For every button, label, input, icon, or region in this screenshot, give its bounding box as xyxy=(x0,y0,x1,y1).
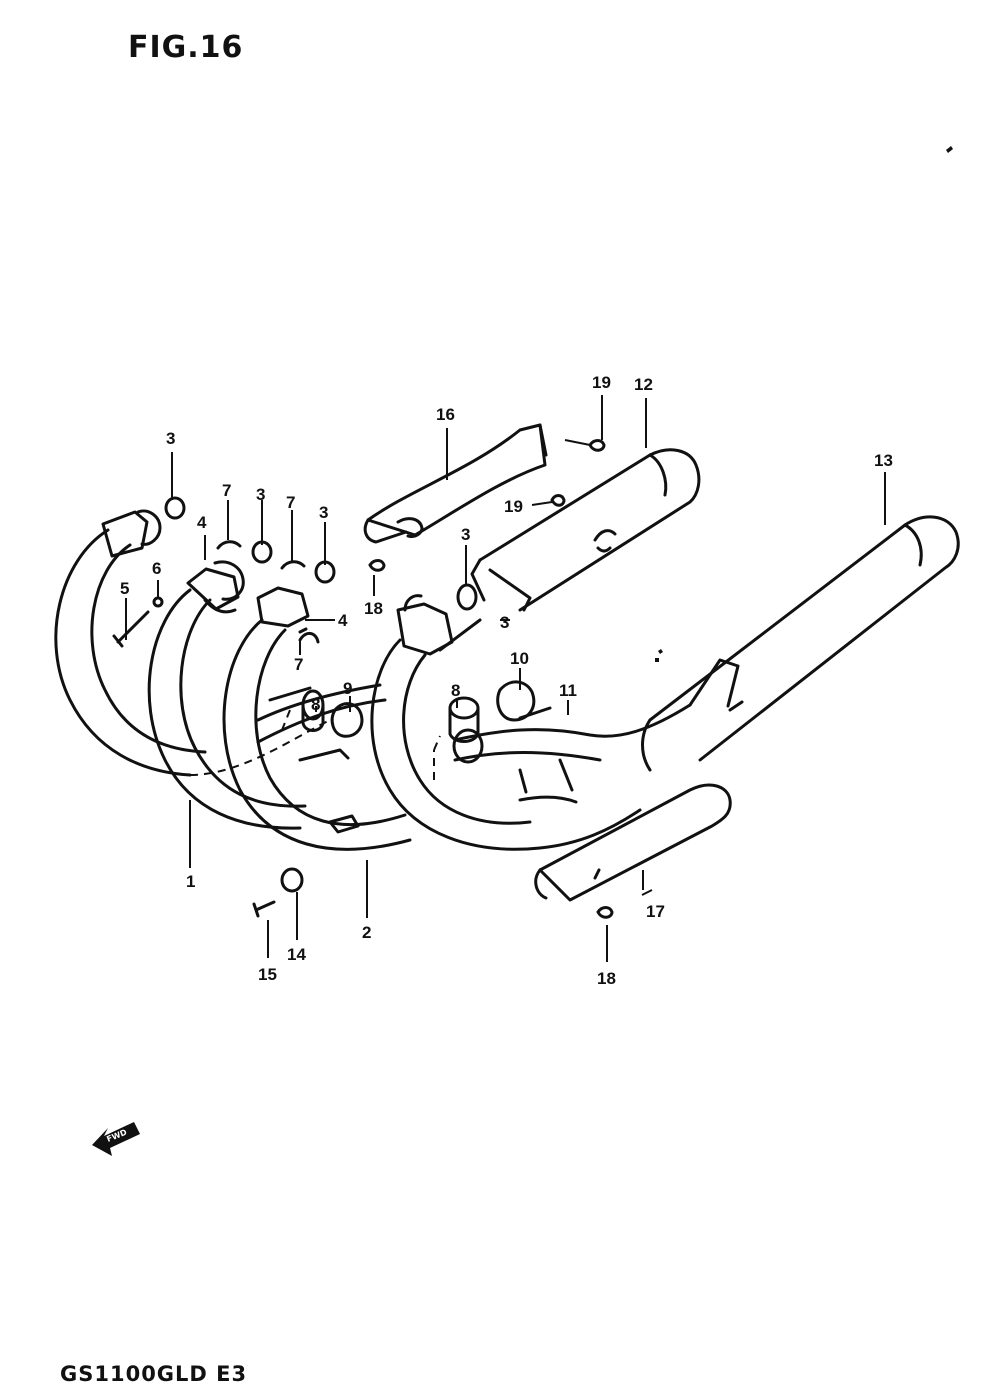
cotter-7b xyxy=(280,560,306,570)
connector-8a-body xyxy=(301,703,325,732)
clamp-10 xyxy=(496,680,536,722)
callout-18a: 18 xyxy=(364,599,383,618)
callout-5: 5 xyxy=(120,579,129,598)
callout-2: 2 xyxy=(362,923,371,942)
callout-16: 16 xyxy=(436,405,455,424)
bolt-19a xyxy=(588,439,606,452)
callout-8a: 8 xyxy=(311,695,320,714)
nut-6 xyxy=(152,596,164,608)
muffler-left-13 xyxy=(641,515,960,772)
heat-shield-16 xyxy=(363,423,548,544)
gasket-3a xyxy=(164,496,186,520)
bolt-19b xyxy=(550,494,566,507)
bolt-15 xyxy=(252,900,276,918)
callout-1: 1 xyxy=(186,872,195,891)
callout-7c: 7 xyxy=(294,655,303,674)
connector-8b-body xyxy=(448,706,480,743)
callout-8b: 8 xyxy=(451,681,460,700)
callout-4a: 4 xyxy=(197,513,207,532)
stray-mark xyxy=(946,146,953,153)
callout-17: 17 xyxy=(646,902,665,921)
clamp-9 xyxy=(330,702,364,738)
callout-3d: 3 xyxy=(461,525,470,544)
callout-19b: 19 xyxy=(504,497,523,516)
callout-15: 15 xyxy=(258,965,277,984)
callout-4b: 4 xyxy=(338,611,348,630)
bolt-11 xyxy=(518,706,552,720)
heat-shield-17 xyxy=(534,783,732,902)
callout-13: 13 xyxy=(874,451,893,470)
callout-9: 9 xyxy=(343,679,352,698)
exhaust-pipe-2 xyxy=(147,560,307,830)
model-code: GS1100GLD E3 xyxy=(60,1362,248,1386)
callout-14: 14 xyxy=(287,945,306,964)
exhaust-pipe-4-collector xyxy=(370,594,692,851)
callout-19a: 19 xyxy=(592,373,611,392)
leader-lines xyxy=(125,395,886,962)
callout-3e: 3 xyxy=(500,613,509,632)
front-direction-arrow-icon: FWD xyxy=(92,1122,140,1156)
callout-3c: 3 xyxy=(319,503,328,522)
callout-18b: 18 xyxy=(597,969,616,988)
callout-6: 6 xyxy=(152,559,161,578)
cotter-7c xyxy=(298,632,320,644)
callout-12: 12 xyxy=(634,375,653,394)
bolt-18b xyxy=(596,906,614,919)
stud-bolt-5 xyxy=(116,610,150,644)
stud-bolt-5-head xyxy=(112,634,124,648)
gasket-3d xyxy=(456,583,478,611)
callout-10: 10 xyxy=(510,649,529,668)
damper-14 xyxy=(280,867,304,893)
figure-title: FIG.16 xyxy=(128,30,244,65)
callout-11: 11 xyxy=(559,681,577,700)
exhaust-pipe-1 xyxy=(54,509,331,777)
callout-7a: 7 xyxy=(222,481,231,500)
callout-3b: 3 xyxy=(256,485,265,504)
connector-8b xyxy=(448,696,480,720)
callout-3a: 3 xyxy=(166,429,175,448)
bolt-18a xyxy=(368,559,386,572)
exhaust-pipe-3 xyxy=(222,586,412,851)
callout-7b: 7 xyxy=(286,493,295,512)
muffler-right-12 xyxy=(438,448,701,652)
cotter-7a xyxy=(216,540,242,550)
